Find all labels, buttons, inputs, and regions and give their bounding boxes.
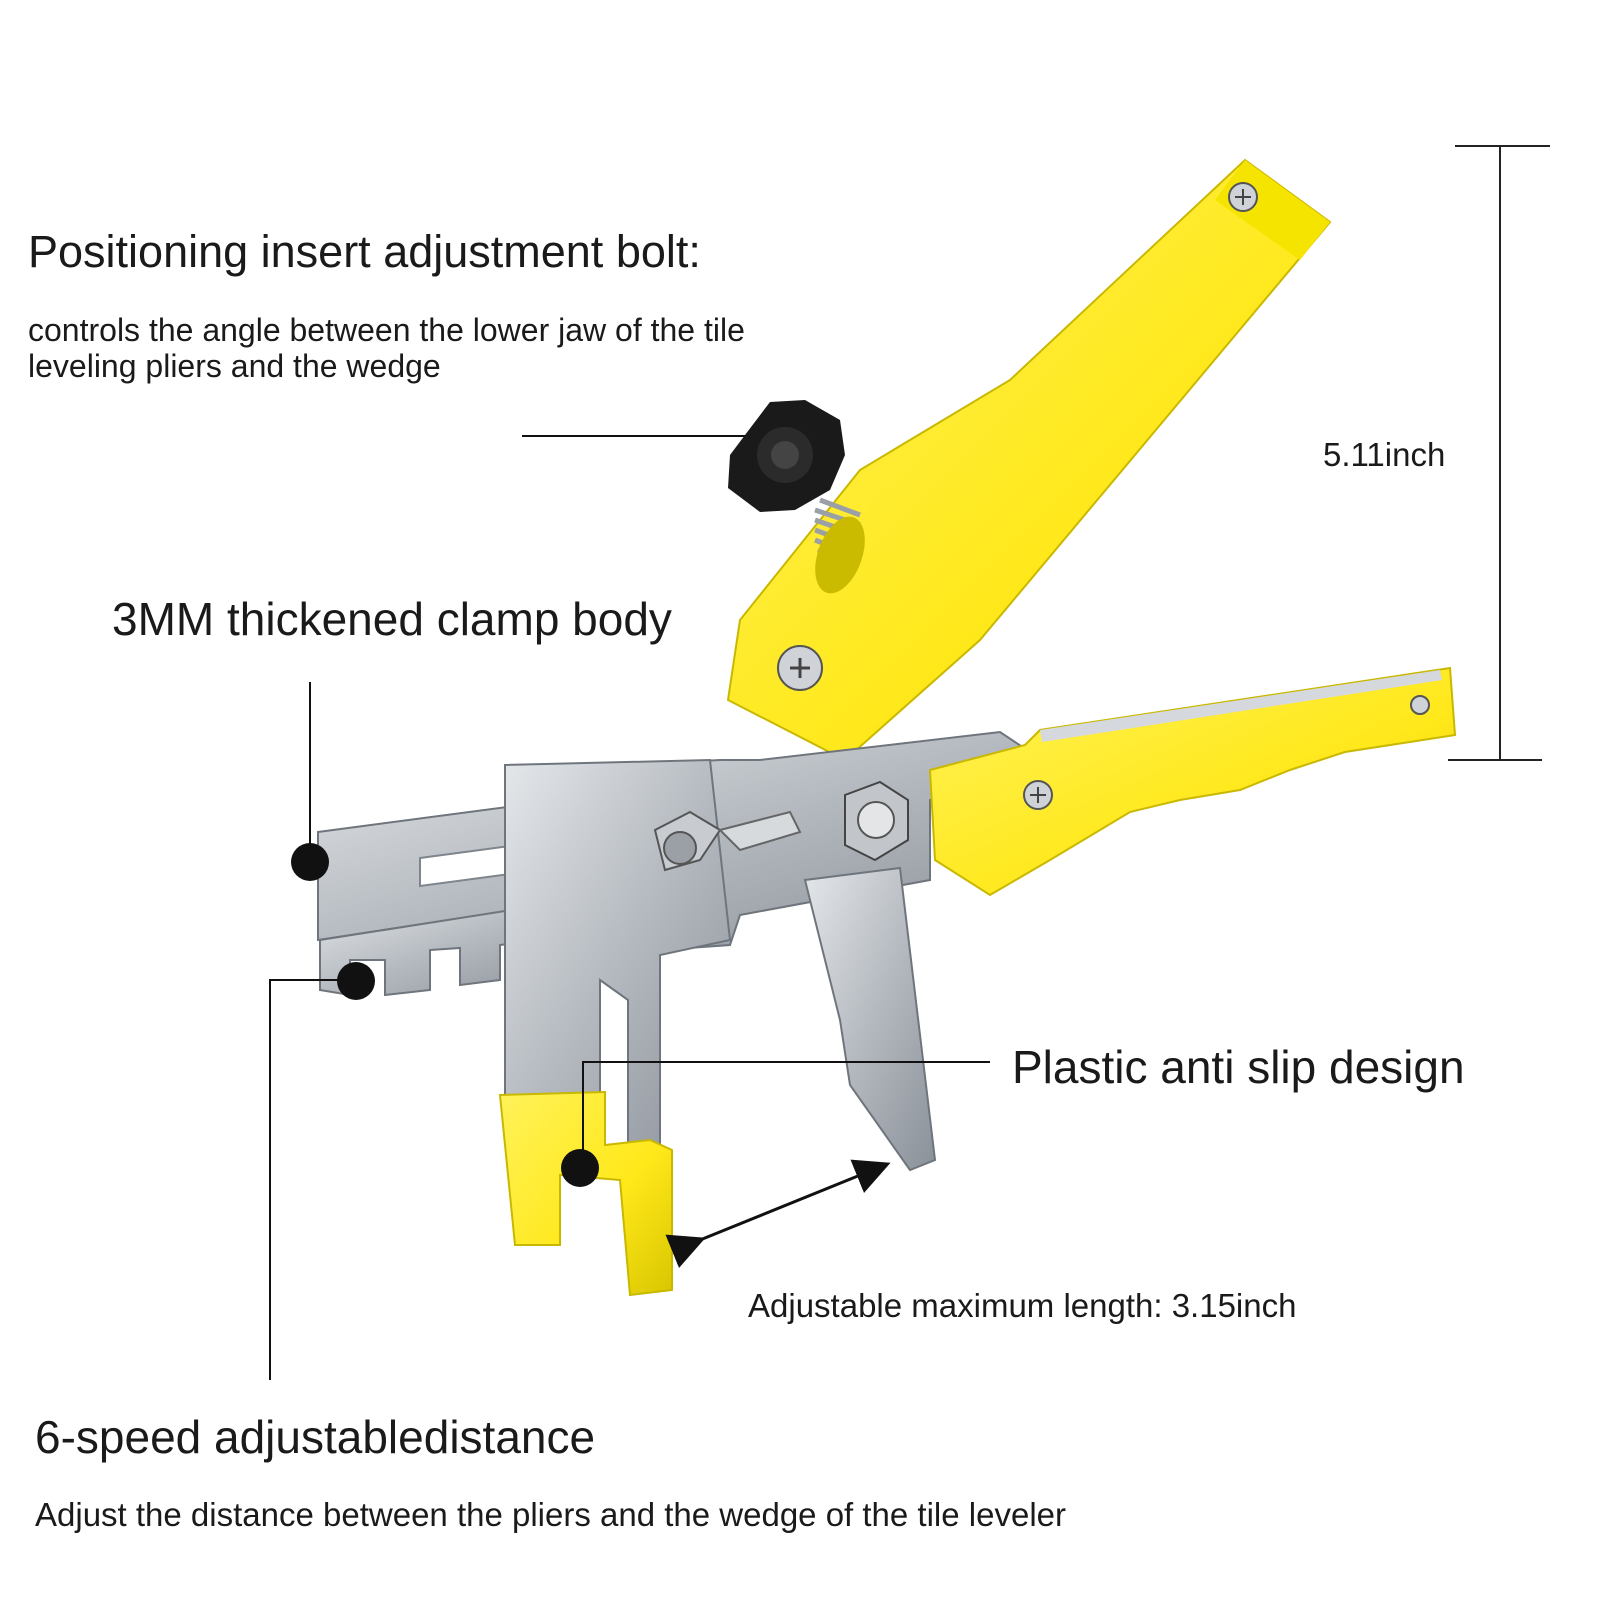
- leader-lines: [269, 435, 990, 1380]
- double-arrow-icon: [665, 1159, 891, 1268]
- lower-handle: [928, 666, 1457, 897]
- six-speed-title: 6-speed adjustabledistance: [35, 1411, 596, 1463]
- clamp-body-title: 3MM thickened clamp body: [112, 593, 672, 645]
- marker-dot-icon: [561, 1149, 599, 1187]
- upper-handle: [726, 158, 1332, 762]
- marker-dot-icon: [337, 962, 375, 1000]
- six-speed-description: Adjust the distance between the pliers a…: [35, 1496, 1066, 1533]
- adjust-bolt-title: Positioning insert adjustment bolt:: [28, 226, 701, 277]
- height-dimension: [1448, 145, 1550, 761]
- marker-dots: [291, 843, 599, 1187]
- pliers-illustration: [317, 158, 1457, 1297]
- anti-slip-cap: [498, 1090, 673, 1297]
- marker-dot-icon: [291, 843, 329, 881]
- lower-jaw: [803, 866, 937, 1172]
- anti-slip-title: Plastic anti slip design: [1012, 1041, 1465, 1093]
- adjust-bolt-description: controls the angle between the lower jaw…: [28, 312, 745, 384]
- height-label: 5.11inch: [1323, 436, 1446, 473]
- max-length-label: Adjustable maximum length: 3.15inch: [748, 1287, 1297, 1324]
